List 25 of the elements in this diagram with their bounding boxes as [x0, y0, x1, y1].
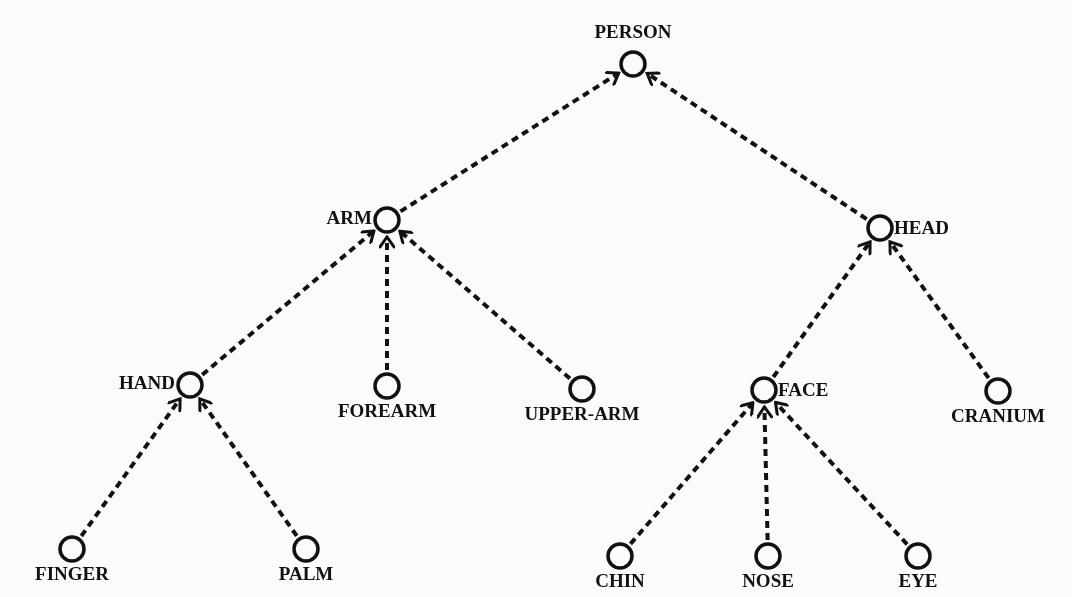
- node-label: UPPER-ARM: [524, 404, 640, 423]
- node-label: HAND: [119, 373, 175, 392]
- node-label: EYE: [898, 571, 938, 590]
- dashed-arrow: [198, 397, 299, 538]
- node-label: FACE: [778, 380, 829, 399]
- dashed-arrow: [399, 71, 621, 214]
- dashed-arrow: [645, 71, 868, 221]
- dashed-arrow: [774, 400, 909, 546]
- node-label: PERSON: [594, 22, 672, 41]
- node-label: NOSE: [742, 571, 794, 590]
- dashed-arrow: [888, 240, 991, 380]
- dashed-arrow: [79, 397, 182, 538]
- dashed-arrow: [771, 240, 872, 379]
- node-label: FOREARM: [337, 401, 437, 420]
- dashed-arrow: [378, 235, 396, 370]
- dashed-arrow: [756, 405, 774, 541]
- node-label: CRANIUM: [951, 406, 1045, 425]
- node-label: FINGER: [35, 564, 109, 583]
- dashed-arrow: [201, 229, 376, 377]
- node-label: HEAD: [894, 218, 949, 237]
- node-label: PALM: [278, 564, 334, 583]
- node-label: ARM: [326, 208, 372, 227]
- dashed-arrow: [628, 401, 755, 546]
- dashed-arrow: [398, 229, 572, 381]
- node-label: CHIN: [595, 571, 645, 590]
